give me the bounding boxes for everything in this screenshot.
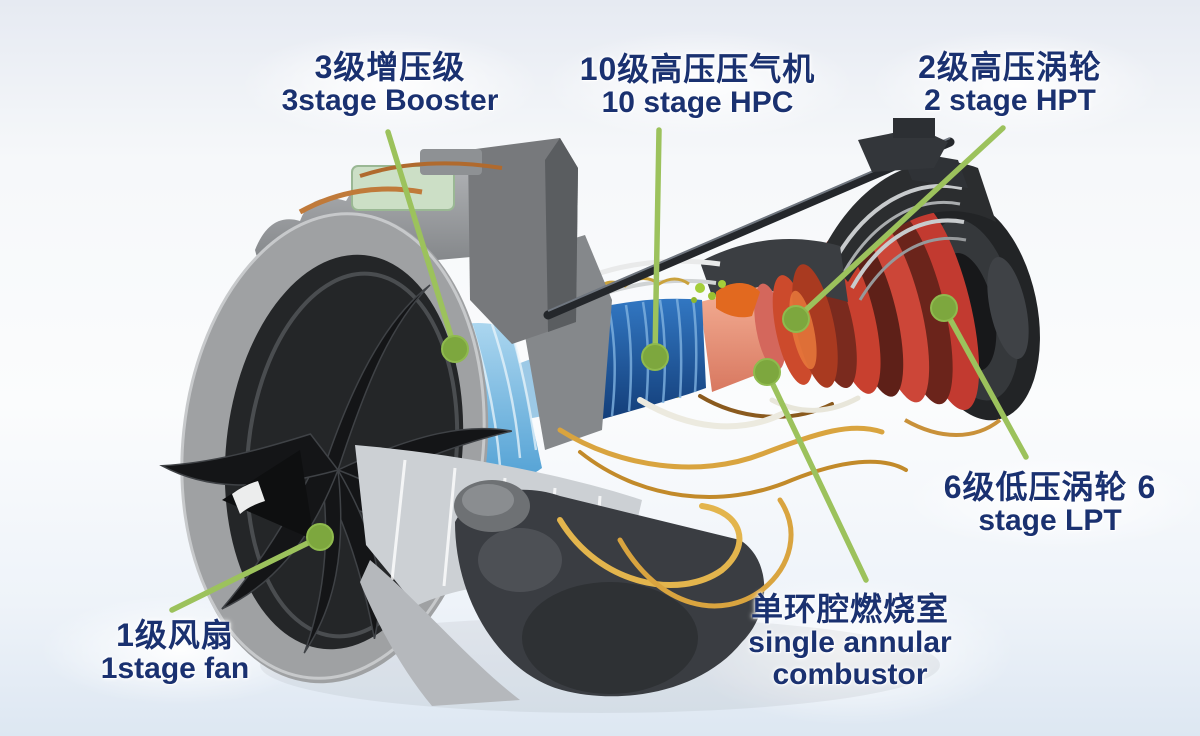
callout-dot-combustor bbox=[753, 358, 781, 386]
label-booster: 3级增压级 3stage Booster bbox=[240, 50, 540, 117]
callout-line-hpt bbox=[793, 125, 1006, 322]
label-combustor-en2: combustor bbox=[772, 657, 928, 691]
callout-line-fan bbox=[169, 534, 323, 613]
callout-line-booster bbox=[385, 129, 458, 352]
label-fan-zh: 1级风扇 bbox=[116, 617, 234, 653]
accessory-gearbox bbox=[454, 394, 908, 697]
label-combustor-en1: single annular bbox=[748, 625, 952, 659]
label-hpt-zh: 2级高压涡轮 bbox=[918, 49, 1102, 85]
label-booster-en: 3stage Booster bbox=[281, 83, 499, 117]
callout-dot-booster bbox=[441, 335, 469, 363]
drive-strut bbox=[543, 118, 955, 320]
label-lpt-en: stage LPT bbox=[978, 503, 1122, 537]
label-hpt-en: 2 stage HPT bbox=[924, 83, 1096, 117]
label-lpt-zh: 6级低压涡轮 6 bbox=[943, 469, 1157, 505]
callout-dot-lpt bbox=[930, 294, 958, 322]
strut-bracket bbox=[858, 128, 948, 172]
label-lpt: 6级低压涡轮 6 stage LPT bbox=[915, 470, 1185, 537]
label-booster-zh: 3级增压级 bbox=[314, 49, 466, 85]
label-hpc-en: 10 stage HPC bbox=[601, 85, 794, 119]
callout-line-lpt bbox=[941, 305, 1029, 460]
label-fan-en: 1stage fan bbox=[100, 651, 250, 685]
callout-dot-hpc bbox=[641, 343, 669, 371]
callout-line-hpc bbox=[652, 127, 662, 360]
label-fan: 1级风扇 1stage fan bbox=[50, 618, 300, 685]
callout-dot-fan bbox=[306, 523, 334, 551]
callout-line-combustor bbox=[764, 369, 869, 583]
callout-dot-hpt bbox=[782, 305, 810, 333]
label-hpc: 10级高压压气机 10 stage HPC bbox=[545, 52, 850, 119]
label-hpc-zh: 10级高压压气机 bbox=[579, 51, 816, 87]
spinner-cone bbox=[222, 450, 314, 540]
label-combustor-zh: 单环腔燃烧室 bbox=[750, 591, 949, 627]
label-hpt: 2级高压涡轮 2 stage HPT bbox=[875, 50, 1145, 117]
label-combustor: 单环腔燃烧室 single annular combustor bbox=[690, 592, 1010, 691]
